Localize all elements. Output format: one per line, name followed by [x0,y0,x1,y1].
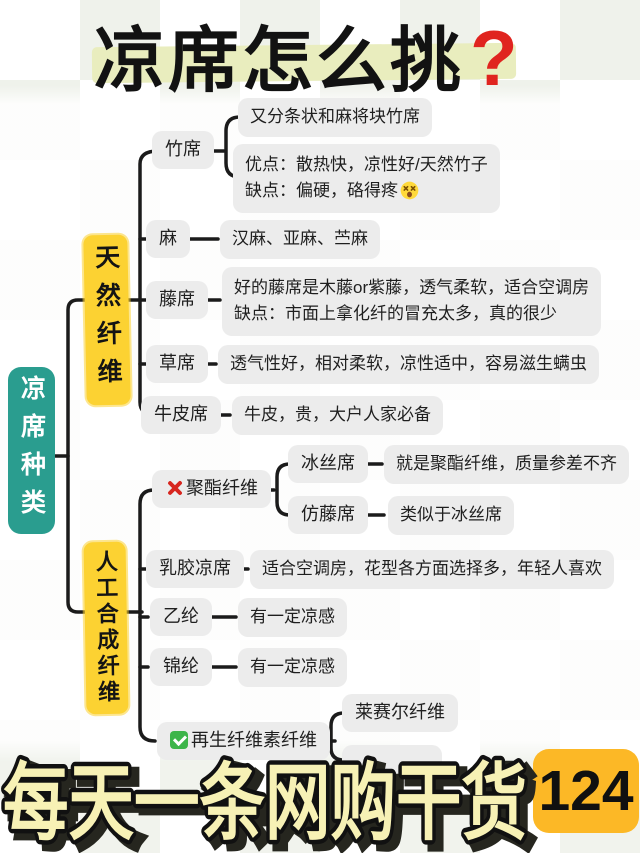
question-mark-icon: ? [470,14,521,102]
node-cowhide-desc: 牛皮，贵，大户人家必备 [232,396,443,435]
cross-mark-icon [165,479,184,497]
node-polyester-fiber: 聚酯纤维 [152,470,271,508]
footer-banner: 每天一条网购干货 每天一条网购干货 [0,752,540,853]
node-latex-desc: 适合空调房，花型各方面选择多，年轻人喜欢 [250,550,614,589]
page-title: 凉席怎么挑? [94,4,521,106]
node-faux-rattan-desc: 类似于冰丝席 [388,496,514,535]
root-node-mat-types: 凉席种类 [8,367,55,534]
banner-text: 每天一条网购干货 [3,756,527,850]
dizzy-face-icon [400,182,419,200]
node-ice-silk-mat: 冰丝席 [288,445,368,483]
node-straw-mat: 草席 [146,345,208,383]
node-rattan-desc: 好的藤席是木藤or紫藤，透气柔软，适合空调房 缺点：市面上拿化纤的冒充太多，真的… [222,267,602,336]
node-bamboo-type-note: 又分条状和麻将块竹席 [238,98,432,137]
branch-natural-fiber: 天然纤维 [83,234,131,406]
node-hemp: 麻 [146,220,190,258]
node-straw-desc: 透气性好，相对柔软，凉性适中，容易滋生螨虫 [218,345,599,384]
node-polyethylene: 乙纶 [150,598,212,636]
page-title-text: 凉席怎么挑 [94,22,465,101]
bamboo-pros-cons-text: 优点：散热快，凉性好/天然竹子 缺点：偏硬，硌得疼 [245,155,488,201]
node-polyethylene-desc: 有一定凉感 [238,598,347,637]
node-nylon: 锦纶 [150,648,212,686]
node-cowhide-mat: 牛皮席 [141,396,221,434]
branch-synthetic-fiber: 人工合成纤维 [83,541,129,715]
node-bamboo-mat: 竹席 [152,131,214,169]
node-latex-mat: 乳胶凉席 [146,550,244,588]
node-bamboo-pros-cons: 优点：散热快，凉性好/天然竹子 缺点：偏硬，硌得疼 [233,144,500,213]
node-hemp-desc: 汉麻、亚麻、苎麻 [220,220,380,259]
polyester-label-text: 聚酯纤维 [186,478,258,498]
node-rattan-mat: 藤席 [146,281,208,319]
node-faux-rattan-mat: 仿藤席 [288,496,368,534]
node-lyocell-fiber: 莱赛尔纤维 [342,694,458,732]
node-ice-silk-desc: 就是聚酯纤维，质量参差不齐 [384,445,629,484]
node-nylon-desc: 有一定凉感 [238,648,347,687]
